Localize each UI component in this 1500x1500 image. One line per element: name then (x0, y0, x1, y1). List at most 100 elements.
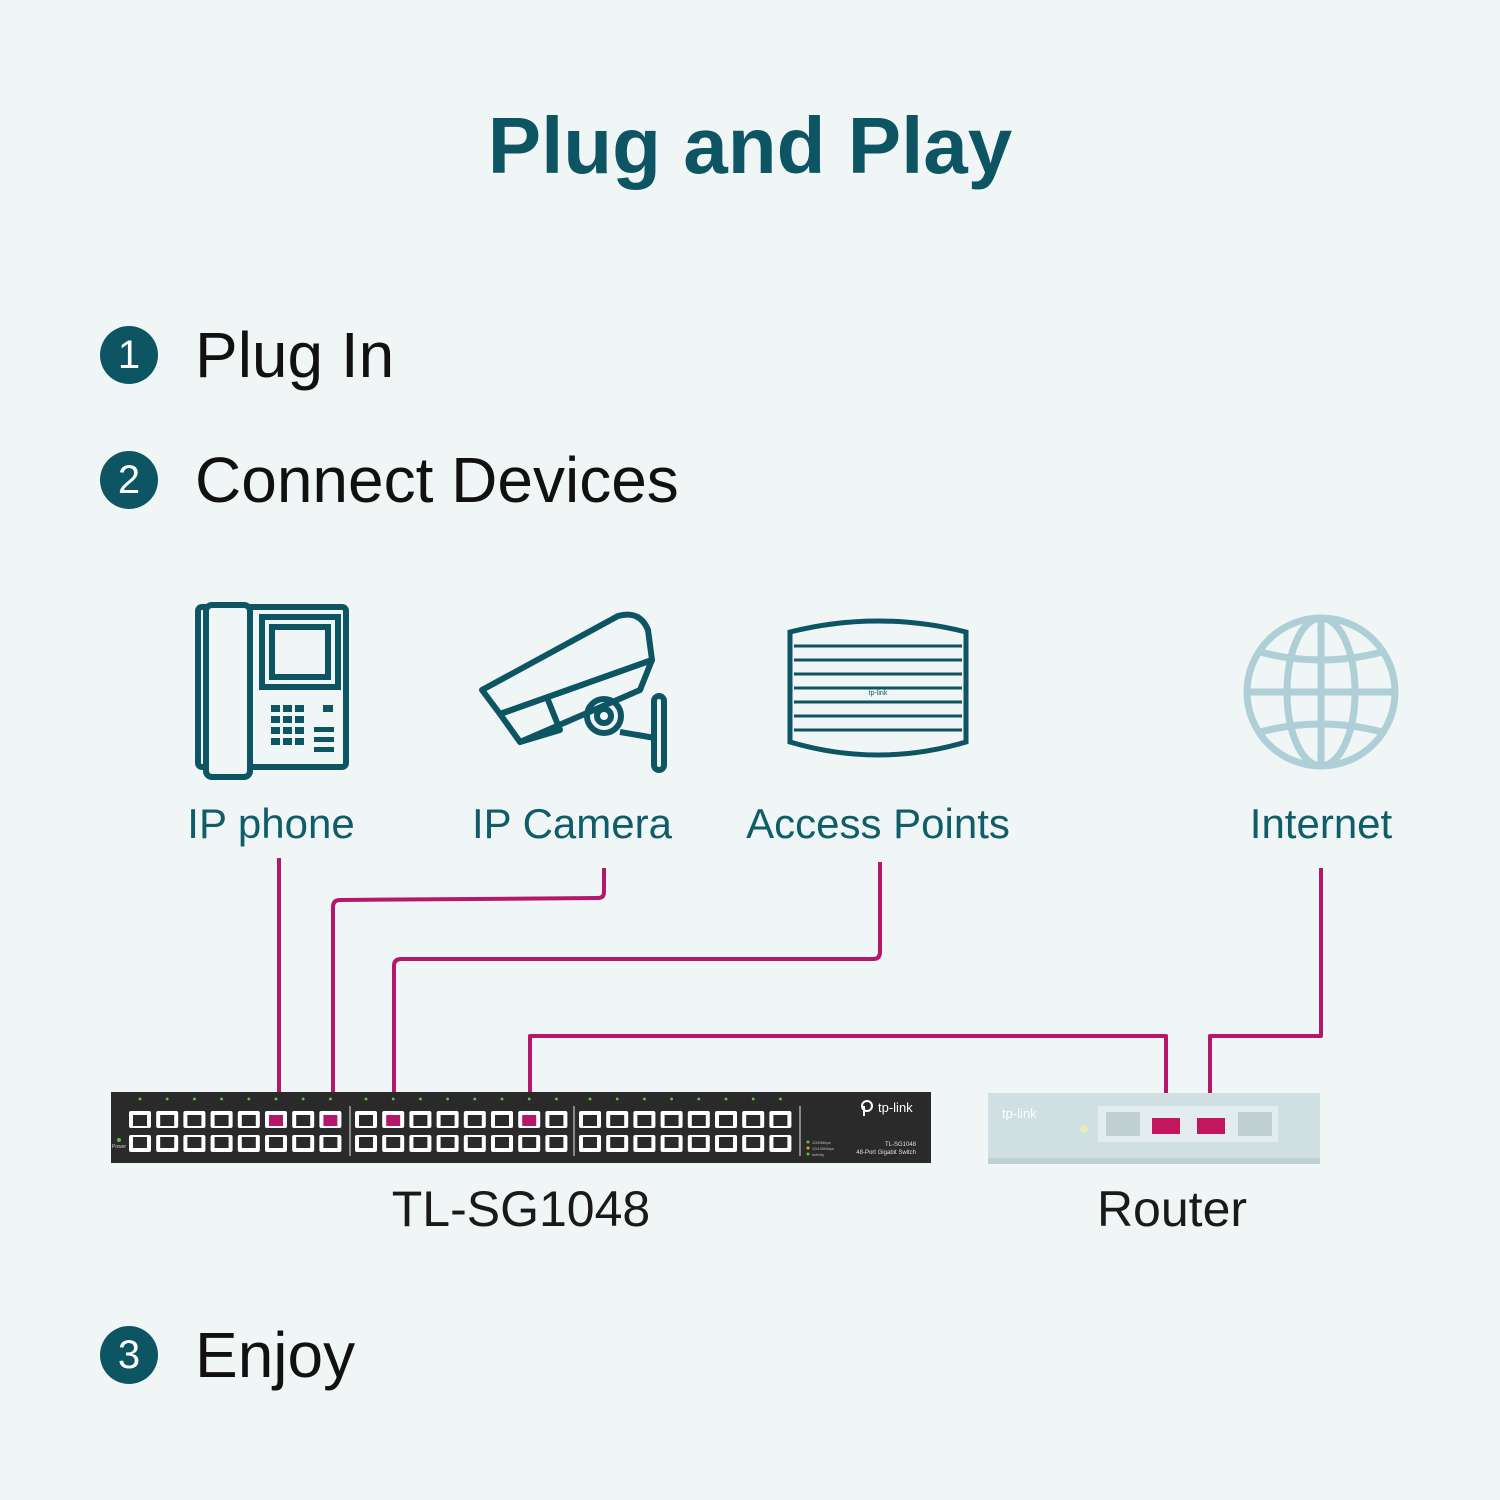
switch-port-socket (549, 1115, 564, 1126)
switch-port-socket (637, 1115, 652, 1126)
led-legend-item: activity (812, 1152, 824, 1157)
switch-port-socket (691, 1137, 706, 1148)
switch-port-led (329, 1097, 332, 1101)
switch-port-socket (583, 1115, 597, 1126)
switch-port-socket (440, 1137, 455, 1148)
switch-port-socket (495, 1137, 509, 1148)
switch-port-led (751, 1097, 755, 1101)
switch-port-socket (664, 1115, 679, 1126)
switch-port-socket (773, 1115, 788, 1126)
cables (277, 858, 1323, 1126)
switch-logo: tp-link (861, 1100, 913, 1116)
switch-port-led (588, 1097, 592, 1101)
switch-port-led (670, 1097, 673, 1101)
switch-port-led (697, 1097, 701, 1101)
switch-port-socket (773, 1137, 788, 1148)
switch-port-led (615, 1097, 619, 1101)
step-enjoy: 3 Enjoy (100, 1318, 355, 1392)
switch-port-socket (133, 1137, 147, 1148)
switch-port-led (724, 1097, 728, 1101)
switch-port-socket (241, 1137, 256, 1148)
switch-port-led (274, 1097, 278, 1101)
step-plug-in: 1 Plug In (100, 318, 394, 392)
router-brand: tp-link (1002, 1106, 1037, 1121)
switch-model: TL-SG1048 (885, 1142, 917, 1148)
ip-phone-icon (195, 602, 349, 780)
switch-port-socket (495, 1115, 509, 1126)
led-legend-item: 1000Mbps (812, 1140, 831, 1145)
switch-port-socket (214, 1137, 229, 1148)
cable-switch-router (528, 1034, 1168, 1126)
internet-globe-icon (1243, 614, 1399, 770)
device-label-ip-phone: IP phone (187, 800, 355, 847)
switch-port-socket (691, 1115, 706, 1126)
switch-port-socket (269, 1137, 283, 1148)
switch-port-connected (522, 1115, 537, 1126)
device-label-internet: Internet (1249, 800, 1393, 847)
switch-port-led (473, 1097, 477, 1101)
ip-camera-icon (479, 611, 667, 773)
step-label: Enjoy (195, 1319, 356, 1391)
switch-port-socket (413, 1115, 428, 1126)
switch-port-led (500, 1097, 504, 1101)
switch-port-socket (241, 1115, 256, 1126)
device-label-ip-camera: IP Camera (472, 800, 672, 847)
switch-port-led (419, 1097, 422, 1101)
cable-access-point (392, 862, 882, 1118)
switch-port-socket (323, 1137, 338, 1148)
router-device (988, 1093, 1320, 1164)
switch-port-socket (467, 1137, 482, 1148)
switch-port-led (165, 1097, 169, 1101)
switch-port-socket (610, 1115, 625, 1126)
switch-port-socket (296, 1115, 311, 1126)
step-number-badge: 3 (100, 1326, 158, 1384)
page-title: Plug and Play (487, 101, 1013, 190)
switch-port-connected (386, 1115, 401, 1126)
step-label: Plug In (195, 319, 395, 391)
router-label: Router (1096, 1181, 1248, 1237)
switch-port-led (779, 1097, 782, 1101)
switch-port-led (391, 1097, 395, 1101)
switch-port-socket (296, 1137, 311, 1148)
access-point-brand: tp-link (869, 690, 888, 697)
switch-tl-sg1048 (111, 1092, 931, 1163)
step-number-badge: 1 (100, 326, 158, 384)
switch-port-socket (440, 1115, 455, 1126)
switch-port-led (220, 1097, 224, 1101)
switch-port-led (247, 1097, 251, 1101)
switch-port-socket (187, 1137, 202, 1148)
switch-port-led (193, 1097, 196, 1101)
switch-port-socket (467, 1115, 482, 1126)
switch-power-label: Power (112, 1144, 127, 1150)
switch-port-led (446, 1097, 449, 1101)
switch-port-socket (214, 1115, 229, 1126)
switch-port-socket (386, 1137, 401, 1148)
device-label-access-points: Access Points (746, 800, 1010, 847)
switch-port-socket (160, 1137, 175, 1148)
switch-port-socket (664, 1137, 679, 1148)
switch-port-socket (187, 1115, 202, 1126)
cable-internet-router (1208, 868, 1323, 1126)
switch-led-legend: 1000Mbps 10/100Mbps activity (806, 1140, 834, 1157)
step-connect-devices: 2 Connect Devices (100, 443, 679, 517)
switch-label: TL-SG1048 (391, 1181, 651, 1237)
step-number-badge: 2 (100, 451, 158, 509)
switch-description: 48-Port Gigabit Switch (856, 1150, 916, 1156)
switch-port-led (138, 1097, 142, 1101)
switch-port-led (643, 1097, 646, 1101)
switch-port-socket (746, 1115, 761, 1126)
switch-port-socket (719, 1137, 733, 1148)
switch-port-led (555, 1097, 558, 1101)
switch-port-led (527, 1097, 531, 1101)
switch-port-socket (133, 1115, 147, 1126)
switch-port-socket (522, 1137, 537, 1148)
step-label: Connect Devices (195, 444, 679, 516)
switch-port-socket (610, 1137, 625, 1148)
switch-port-socket (413, 1137, 428, 1148)
switch-port-socket (359, 1115, 373, 1126)
switch-port-socket (583, 1137, 597, 1148)
switch-port-connected (269, 1115, 283, 1126)
switch-port-led (301, 1097, 305, 1101)
access-point-icon (787, 618, 969, 758)
